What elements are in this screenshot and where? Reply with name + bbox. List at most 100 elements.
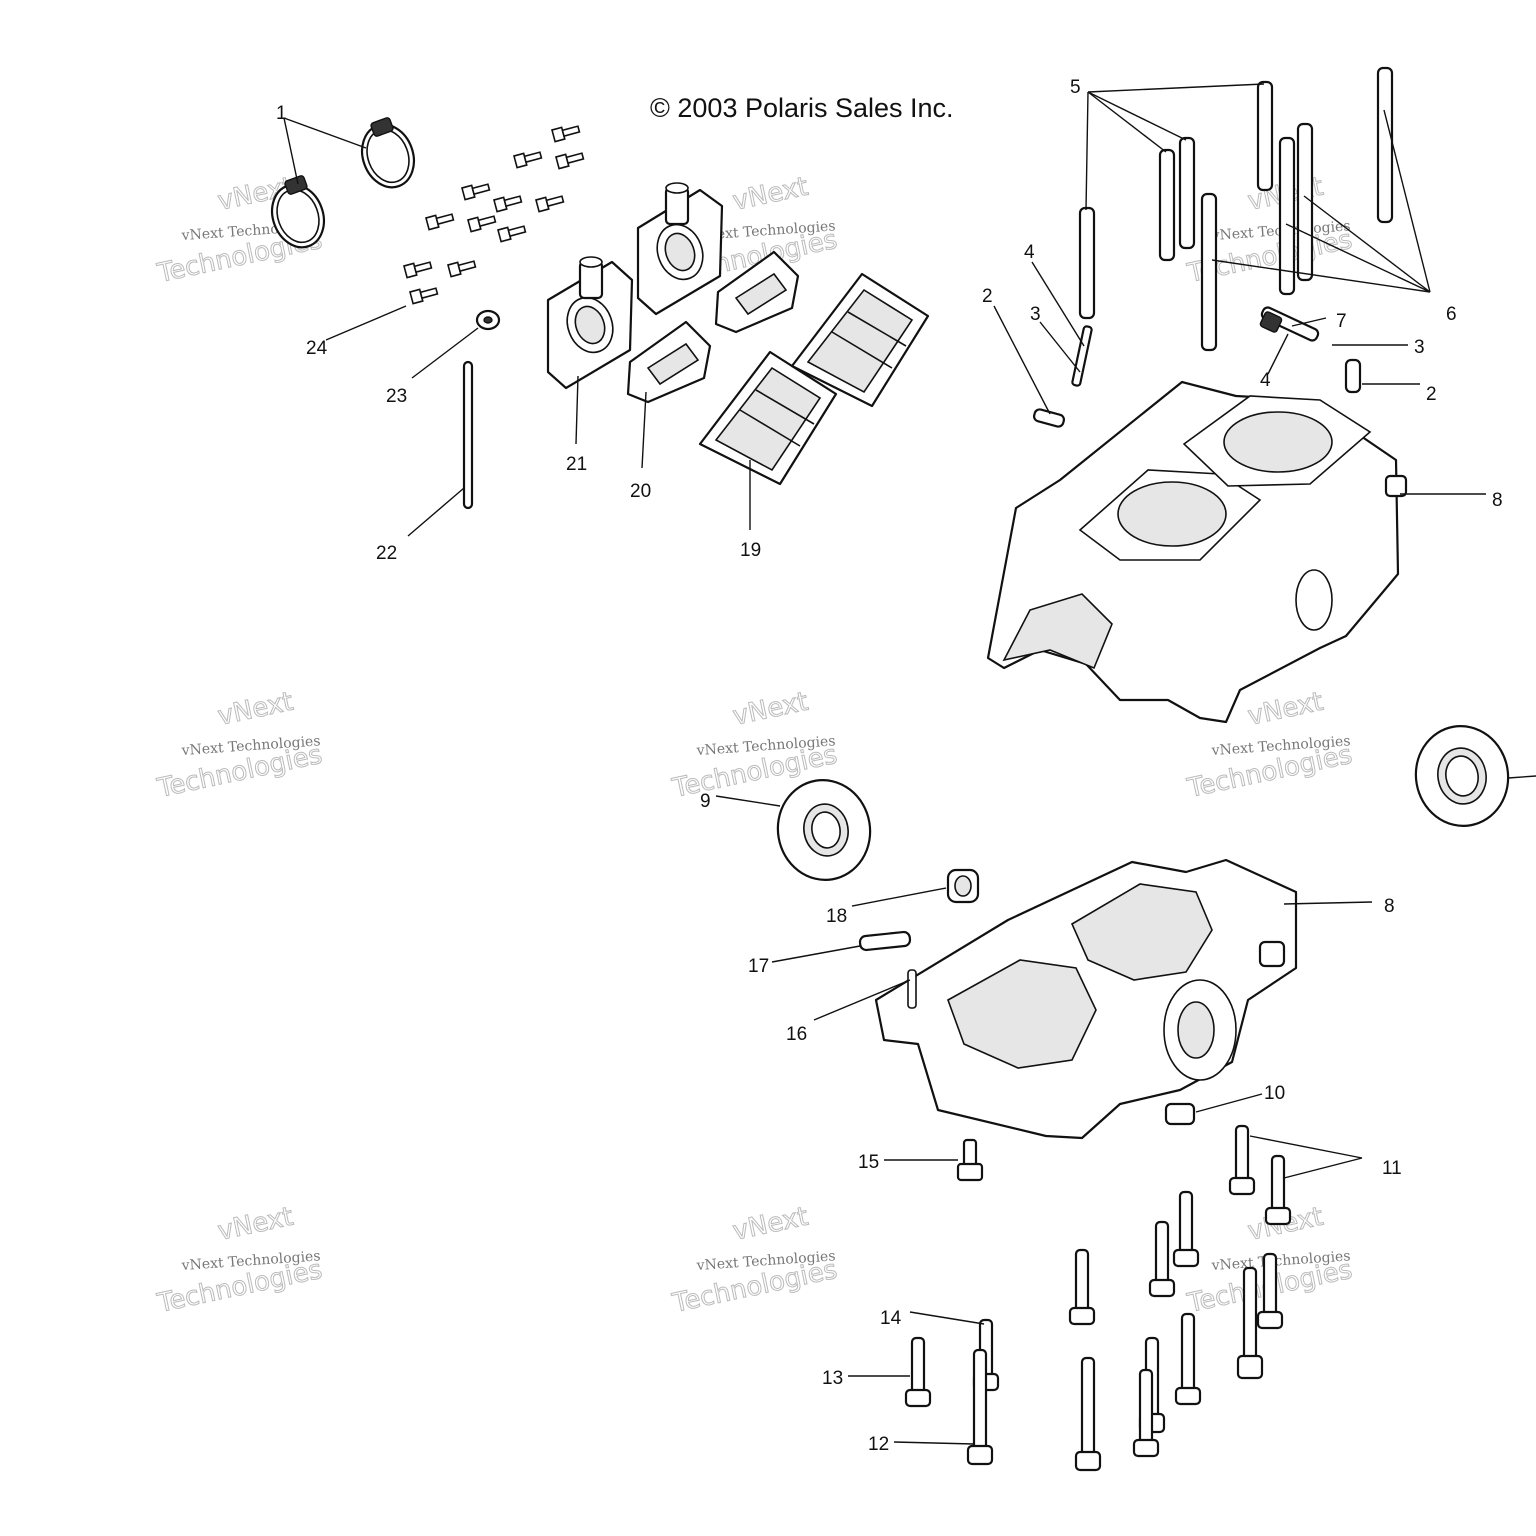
small-bolt: [493, 195, 523, 213]
crank-seal-right: [1414, 725, 1510, 827]
callout-19: 19: [740, 540, 761, 561]
stud: [1278, 136, 1296, 296]
long-pin: [462, 360, 474, 510]
watermark-word: vNext: [730, 1202, 811, 1247]
watermark-word: vNext: [215, 1202, 296, 1247]
crank-seal-left: [776, 779, 872, 881]
callout-14: 14: [880, 1308, 902, 1329]
cylinder-studs: [1078, 66, 1394, 352]
case-bolt: [1256, 1252, 1284, 1330]
bearing-saddle: [947, 959, 1097, 1069]
case-bolt: [1074, 1356, 1102, 1472]
case-bolt: [1068, 1248, 1096, 1326]
watermarks: vNext vNext Technologies Technologies vN…: [154, 171, 1356, 1319]
case-bolt: [1228, 1124, 1256, 1196]
stud: [1178, 136, 1196, 250]
clamp-screw: [284, 175, 308, 195]
valve-spring: [1259, 311, 1283, 333]
case-bolt: [1148, 1220, 1176, 1298]
small-bolt: [425, 213, 455, 231]
tube-fitting: [1071, 325, 1093, 387]
watermark-word: vNext: [215, 687, 296, 732]
small-bolt: [461, 183, 491, 201]
intake-bolts: [403, 125, 585, 305]
intake-manifold-right: [636, 182, 724, 316]
callout-5: 5: [1070, 77, 1081, 98]
drain-plug: [1164, 1102, 1196, 1126]
cylinder-bore: [1223, 411, 1333, 473]
washer-hole: [483, 316, 493, 324]
stud: [1256, 80, 1274, 192]
small-bolt: [409, 287, 439, 305]
callout-4: 4: [1024, 242, 1035, 263]
small-bolt: [497, 225, 527, 243]
callout-13: 13: [822, 1368, 843, 1389]
callout-4b: 4: [1260, 370, 1271, 391]
callout-17: 17: [748, 956, 769, 977]
callout-18: 18: [826, 906, 847, 927]
callout-11: 11: [1382, 1158, 1402, 1179]
reed-stuffers: [626, 250, 800, 404]
callout-23: 23: [386, 386, 407, 407]
elbow-fitting-17: [858, 930, 912, 952]
dowel-pin: [907, 969, 917, 1009]
case-bolt: [1174, 1312, 1202, 1406]
flange-bolt-15: [956, 1138, 984, 1182]
callout-16: 16: [786, 1024, 807, 1045]
intake-manifold-left: [546, 256, 634, 390]
watermark-word: vNext: [730, 687, 811, 732]
stud: [1200, 192, 1218, 352]
small-bolt: [513, 151, 543, 169]
callout-20: 20: [630, 481, 651, 502]
upper-crankcase: [986, 380, 1408, 724]
callout-22: 22: [376, 543, 397, 564]
callout-9: 9: [700, 791, 711, 812]
watermark-8: vNext vNext Technologies Technologies: [669, 1201, 841, 1319]
callout-24: 24: [306, 338, 328, 359]
case-bolt: [904, 1336, 932, 1408]
stud: [1376, 66, 1394, 224]
callout-1: 1: [276, 103, 287, 124]
clamp-screw: [370, 117, 394, 137]
watermark-7: vNext vNext Technologies Technologies: [154, 1201, 326, 1319]
small-bolt: [535, 195, 565, 213]
case-bolt: [1236, 1266, 1264, 1380]
callout-21: 21: [566, 454, 587, 475]
elbow-fitting: [1032, 408, 1066, 428]
small-bolt: [403, 261, 433, 279]
fittings: [1032, 306, 1362, 428]
case-bolt: [1172, 1190, 1200, 1268]
callout-8: 8: [1492, 490, 1503, 511]
crankcase-bolts: [904, 1124, 1292, 1472]
callout-3: 3: [1030, 304, 1041, 325]
callout-7: 7: [1336, 311, 1347, 332]
small-bolt: [551, 125, 581, 143]
elbow-fitting: [1344, 358, 1362, 394]
bushing: [946, 868, 980, 904]
watermark-4: vNext vNext Technologies Technologies: [154, 686, 326, 804]
small-bolt: [447, 260, 477, 278]
reed-valves: [698, 272, 930, 486]
stud: [1158, 148, 1176, 262]
callout-2: 2: [982, 286, 993, 307]
callout-6: 6: [1446, 304, 1457, 325]
lower-crankcase: [874, 858, 1298, 1140]
case-bolt: [1264, 1154, 1292, 1226]
case-bolt: [1132, 1368, 1160, 1458]
main-bearing-saddle: [1002, 593, 1113, 670]
callout-3b: 3: [1414, 337, 1425, 358]
copyright-notice: © 2003 Polaris Sales Inc.: [650, 93, 954, 123]
stud: [1078, 206, 1096, 320]
cylinder-bore: [1117, 481, 1227, 547]
bearing-saddle: [1070, 883, 1213, 981]
callout-12: 12: [868, 1434, 889, 1455]
callout-10: 10: [1264, 1083, 1285, 1104]
callout-labels: 1 24 23 22 21 20 19 5 4 3 2 6 7 3 4 2 8 …: [276, 77, 1503, 1455]
small-bolt: [467, 215, 497, 233]
stud: [1296, 122, 1314, 282]
callout-8b: 8: [1384, 896, 1395, 917]
small-bolt: [555, 152, 585, 170]
watermark-word: vNext: [1245, 687, 1326, 732]
